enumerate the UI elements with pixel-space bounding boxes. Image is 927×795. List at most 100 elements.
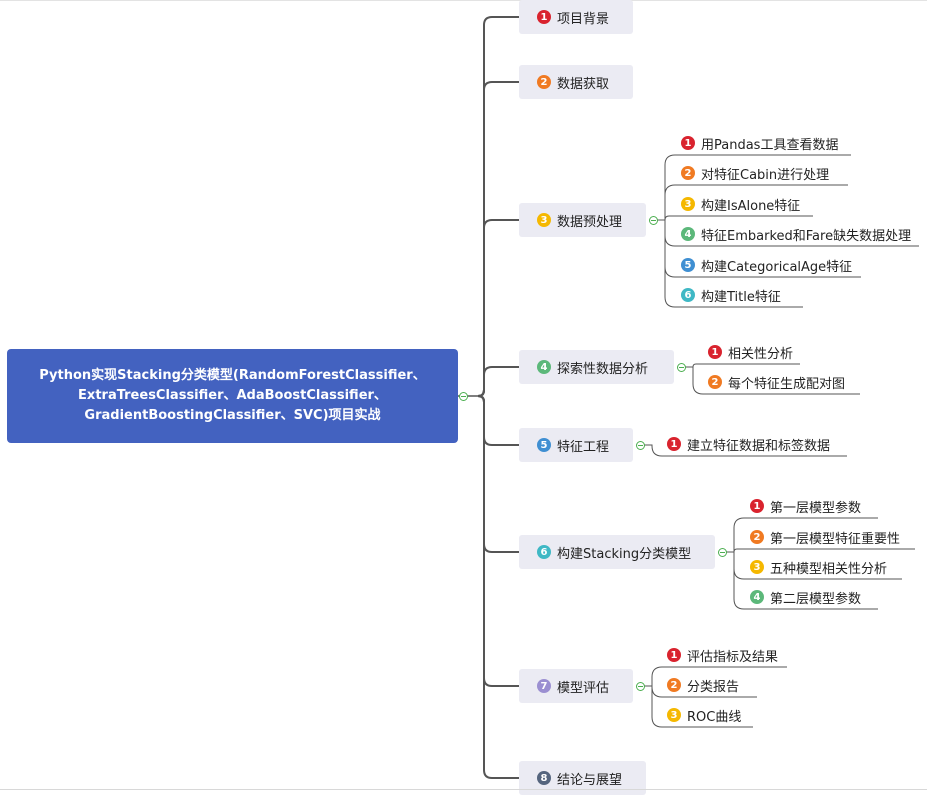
- number-badge-icon: 2: [708, 375, 722, 389]
- subtopic-label: 建立特征数据和标签数据: [687, 438, 831, 454]
- number-badge-icon: 5: [681, 258, 695, 272]
- number-badge-icon: 5: [537, 438, 551, 452]
- subtopic-label: 每个特征生成配对图: [728, 376, 846, 392]
- subtopic-label: 构建Title特征: [701, 289, 781, 305]
- subtopic-label: 分类报告: [687, 679, 740, 695]
- subtopic-3-6[interactable]: 6 构建Title特征: [681, 285, 781, 305]
- number-badge-icon: 2: [681, 166, 695, 180]
- subtopic-6-1[interactable]: 1 第一层模型参数: [750, 496, 861, 516]
- root-collapse-toggle[interactable]: [458, 391, 468, 401]
- branch-topic-6[interactable]: 6 构建Stacking分类模型: [519, 535, 715, 569]
- number-badge-icon: 1: [708, 345, 722, 359]
- subtopic-3-1[interactable]: 1 用Pandas工具查看数据: [681, 133, 838, 153]
- branch-connector-8: [477, 395, 519, 779]
- branch-topic-4[interactable]: 4 探索性数据分析: [519, 350, 674, 384]
- branch-connector-3: [477, 219, 519, 397]
- subtopic-7-1[interactable]: 1 评估指标及结果: [667, 645, 778, 665]
- branch-label: 特征工程: [557, 439, 610, 455]
- subtopic-4-1[interactable]: 1 相关性分析: [708, 342, 793, 362]
- subtopic-3-3[interactable]: 3 构建IsAlone特征: [681, 194, 800, 214]
- subtopic-label: 相关性分析: [728, 346, 794, 362]
- subtopic-6-4[interactable]: 4 第二层模型参数: [750, 587, 861, 607]
- subtopic-4-2[interactable]: 2 每个特征生成配对图: [708, 372, 845, 392]
- branch-collapse-toggle-7[interactable]: [635, 681, 645, 691]
- branch-label: 项目背景: [557, 11, 610, 27]
- top-border: [0, 0, 927, 1]
- subtopic-label: 评估指标及结果: [687, 649, 779, 665]
- number-badge-icon: 7: [537, 679, 551, 693]
- number-badge-icon: 3: [537, 213, 551, 227]
- subtopic-6-2[interactable]: 2 第一层模型特征重要性: [750, 527, 900, 547]
- child-connector-5-1: [644, 444, 847, 457]
- number-badge-icon: 4: [750, 590, 764, 604]
- subtopic-label: ROC曲线: [687, 709, 742, 725]
- branch-label: 结论与展望: [557, 772, 623, 788]
- branch-label: 数据获取: [557, 76, 610, 92]
- subtopic-label: 五种模型相关性分析: [770, 561, 888, 577]
- number-badge-icon: 6: [537, 545, 551, 559]
- branch-collapse-toggle-5[interactable]: [635, 440, 645, 450]
- number-badge-icon: 1: [667, 437, 681, 451]
- branch-topic-3[interactable]: 3 数据预处理: [519, 203, 646, 237]
- subtopic-6-3[interactable]: 3 五种模型相关性分析: [750, 557, 887, 577]
- subtopic-label: 用Pandas工具查看数据: [701, 137, 839, 153]
- branch-collapse-toggle-4[interactable]: [676, 362, 686, 372]
- branch-topic-1[interactable]: 1 项目背景: [519, 0, 633, 34]
- child-connector-7-1: [644, 666, 787, 687]
- number-badge-icon: 4: [537, 360, 551, 374]
- subtopic-label: 构建IsAlone特征: [701, 198, 801, 214]
- number-badge-icon: 6: [681, 288, 695, 302]
- number-badge-icon: 2: [667, 678, 681, 692]
- child-connector-6-4: [726, 551, 878, 610]
- subtopic-label: 第一层模型参数: [770, 500, 862, 516]
- branch-collapse-toggle-6[interactable]: [717, 547, 727, 557]
- child-connector-3-3: [657, 215, 813, 221]
- subtopic-3-5[interactable]: 5 构建CategoricalAge特征: [681, 255, 852, 275]
- subtopic-5-1[interactable]: 1 建立特征数据和标签数据: [667, 434, 830, 454]
- branch-topic-7[interactable]: 7 模型评估: [519, 669, 633, 703]
- branch-connector-4: [477, 366, 519, 397]
- subtopic-3-2[interactable]: 2 对特征Cabin进行处理: [681, 163, 829, 183]
- bottom-border: [0, 789, 927, 790]
- branch-topic-2[interactable]: 2 数据获取: [519, 65, 633, 99]
- number-badge-icon: 3: [681, 197, 695, 211]
- number-badge-icon: 1: [681, 136, 695, 150]
- child-connector-6-1: [726, 517, 878, 553]
- child-connector-3-1: [657, 154, 851, 221]
- number-badge-icon: 3: [667, 708, 681, 722]
- child-connector-4-1: [685, 363, 800, 368]
- number-badge-icon: 4: [681, 227, 695, 241]
- branch-label: 构建Stacking分类模型: [557, 546, 692, 562]
- root-title-line-1: Python实现Stacking分类模型(RandomForestClassif…: [39, 368, 426, 383]
- number-badge-icon: 8: [537, 771, 551, 785]
- number-badge-icon: 3: [750, 560, 764, 574]
- subtopic-7-3[interactable]: 3 ROC曲线: [667, 705, 741, 725]
- child-connector-6-2: [726, 548, 915, 553]
- number-badge-icon: 1: [750, 499, 764, 513]
- root-topic[interactable]: Python实现Stacking分类模型(RandomForestClassif…: [7, 349, 458, 443]
- branch-label: 探索性数据分析: [557, 361, 649, 377]
- branch-label: 模型评估: [557, 680, 610, 696]
- subtopic-label: 构建CategoricalAge特征: [701, 259, 853, 275]
- branch-label: 数据预处理: [557, 214, 623, 230]
- subtopic-label: 第二层模型参数: [770, 591, 862, 607]
- number-badge-icon: 2: [537, 75, 551, 89]
- branch-collapse-toggle-3[interactable]: [648, 215, 658, 225]
- child-connector-7-3: [644, 685, 753, 728]
- subtopic-label: 特征Embarked和Fare缺失数据处理: [701, 228, 912, 244]
- subtopic-7-2[interactable]: 2 分类报告: [667, 675, 739, 695]
- child-connector-4-2: [685, 366, 860, 395]
- number-badge-icon: 1: [667, 648, 681, 662]
- child-connector-3-2: [657, 184, 848, 221]
- subtopic-label: 对特征Cabin进行处理: [701, 167, 830, 183]
- root-title-line-3: GradientBoostingClassifier、SVC)项目实战: [84, 408, 381, 423]
- child-connector-3-6: [657, 219, 803, 308]
- number-badge-icon: 1: [537, 10, 551, 24]
- subtopic-label: 第一层模型特征重要性: [770, 531, 901, 547]
- root-title-line-2: ExtraTreesClassifier、AdaBoostClassifier、: [78, 388, 387, 403]
- branch-topic-5[interactable]: 5 特征工程: [519, 428, 633, 462]
- subtopic-3-4[interactable]: 4 特征Embarked和Fare缺失数据处理: [681, 224, 911, 244]
- number-badge-icon: 2: [750, 530, 764, 544]
